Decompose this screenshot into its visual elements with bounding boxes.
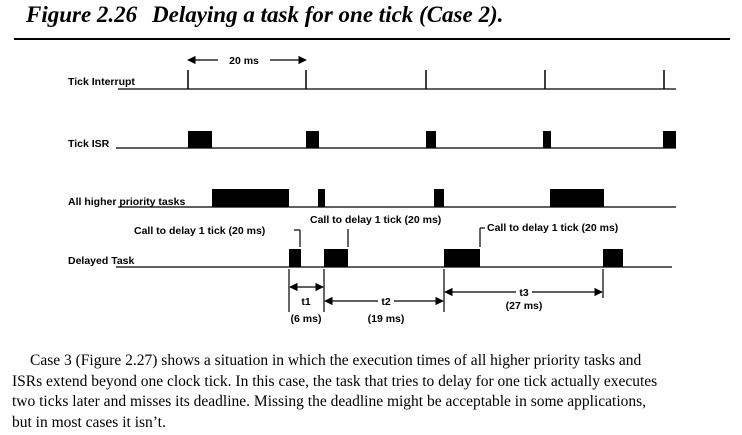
higher-task-block bbox=[550, 189, 604, 207]
tick-isr-block bbox=[663, 131, 676, 148]
delayed-task-block bbox=[324, 249, 348, 267]
timing-diagram: 20 ms Tick Interrupt Tick ISR All higher… bbox=[68, 55, 676, 325]
delayed-task-block bbox=[603, 249, 623, 267]
call-label-first: Call to delay 1 tick (20 ms) bbox=[134, 225, 265, 237]
tick-isr-block bbox=[306, 131, 319, 148]
body-line: but in most cases it isn’t. bbox=[12, 413, 166, 431]
body-line: Case 3 (Figure 2.27) shows a situation i… bbox=[30, 352, 642, 369]
period-label: 20 ms bbox=[229, 55, 259, 67]
figure-title: Figure 2.26 Delaying a task for one tick … bbox=[26, 2, 503, 28]
interval-t2-name: t2 bbox=[381, 296, 390, 308]
call-label-third: Call to delay 1 tick (20 ms) bbox=[487, 222, 618, 234]
tick-isr-block bbox=[426, 131, 436, 148]
call-label-second: Call to delay 1 tick (20 ms) bbox=[310, 214, 441, 226]
higher-task-block bbox=[434, 189, 444, 207]
interval-t1-name: t1 bbox=[301, 296, 310, 308]
delayed-task-block bbox=[289, 249, 301, 267]
interval-t3-value: (27 ms) bbox=[506, 300, 543, 312]
title-rule bbox=[14, 38, 730, 40]
row-label-tick-isr: Tick ISR bbox=[68, 138, 110, 150]
body-line: two ticks later and misses its deadline.… bbox=[12, 393, 647, 410]
tick-isr-block bbox=[543, 131, 551, 148]
interval-t1-value: (6 ms) bbox=[291, 313, 322, 325]
body-paragraph: Case 3 (Figure 2.27) shows a situation i… bbox=[12, 351, 730, 433]
interval-t2-value: (19 ms) bbox=[368, 313, 405, 325]
interval-t3-name: t3 bbox=[519, 287, 528, 299]
higher-task-block bbox=[318, 189, 325, 207]
tick-isr-block bbox=[188, 131, 212, 148]
higher-task-block bbox=[212, 189, 289, 207]
figure-number: Figure 2.26 bbox=[26, 2, 138, 27]
body-line: ISRs extend beyond one clock tick. In th… bbox=[12, 372, 658, 390]
row-label-delayed-task: Delayed Task bbox=[68, 255, 135, 267]
delayed-task-block bbox=[444, 249, 480, 267]
row-label-tick-interrupt: Tick Interrupt bbox=[68, 76, 135, 88]
row-label-higher-tasks: All higher priority tasks bbox=[68, 196, 185, 208]
figure-caption: Delaying a task for one tick (Case 2). bbox=[152, 2, 504, 27]
